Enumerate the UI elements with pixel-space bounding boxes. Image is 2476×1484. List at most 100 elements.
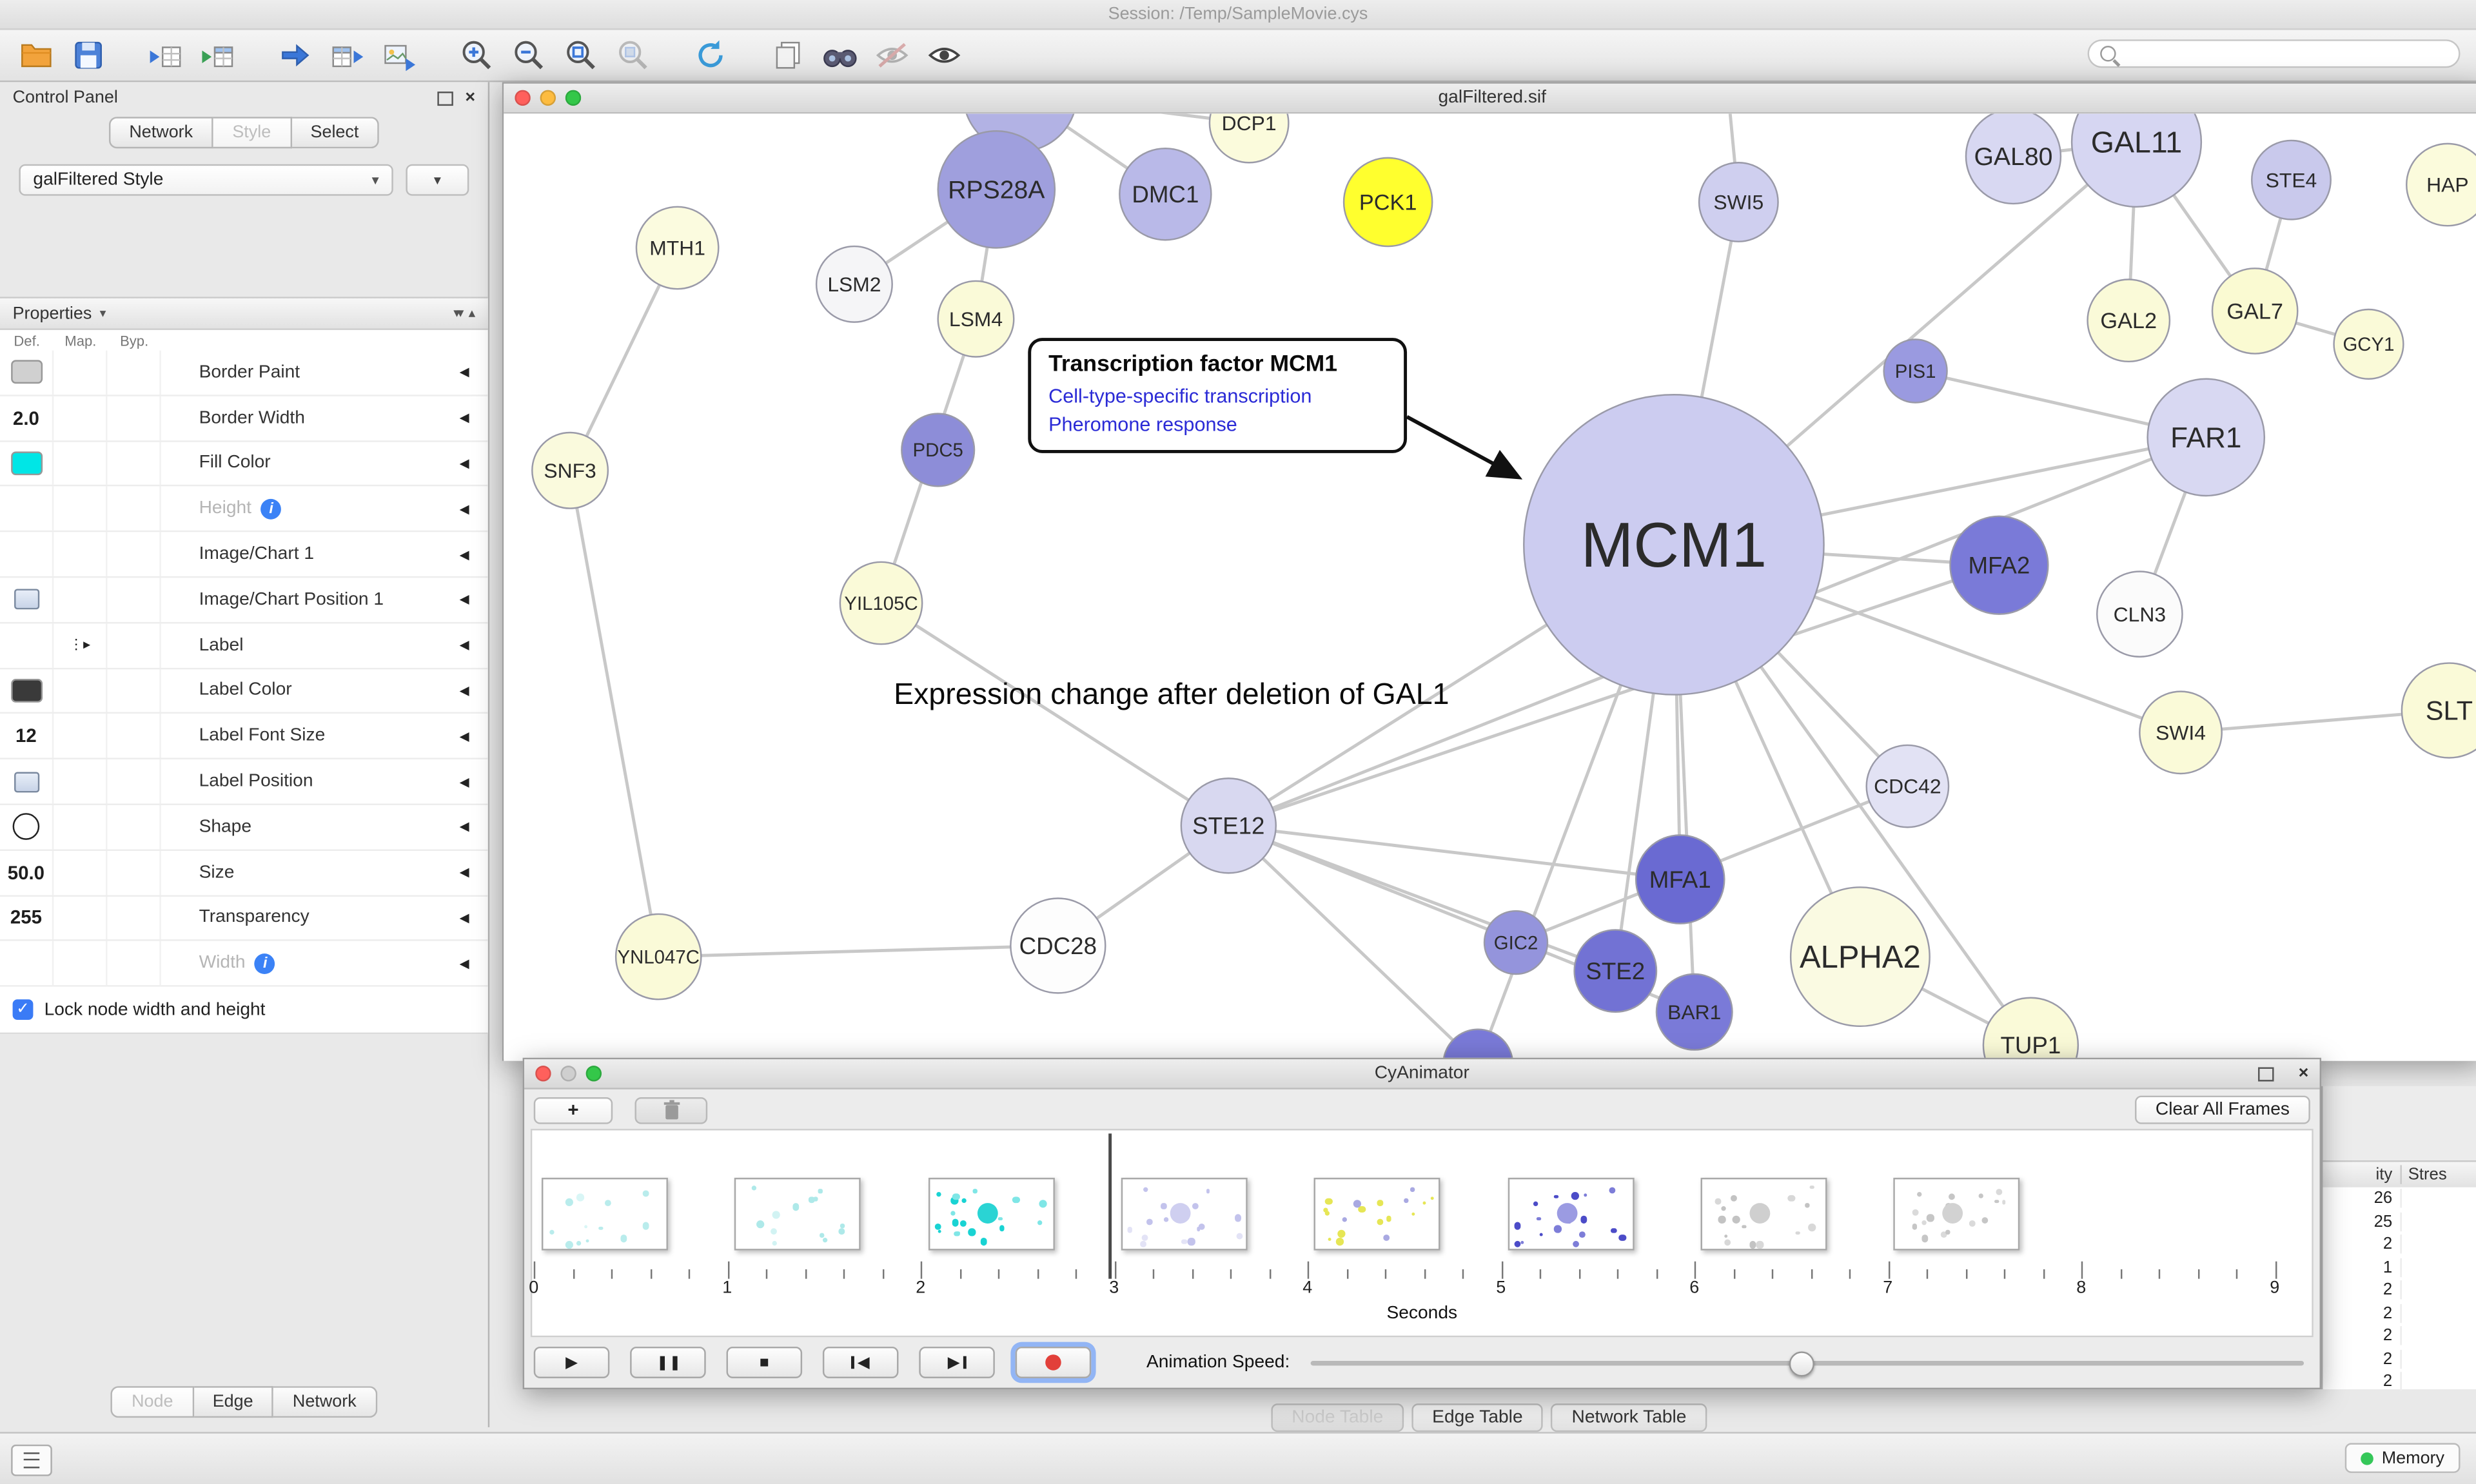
network-node-ste2[interactable] (1573, 929, 1658, 1013)
lock-size-checkbox[interactable]: ✓ (12, 999, 34, 1020)
row-expand-icon[interactable]: ◀ (459, 502, 469, 516)
network-node-mfa2[interactable] (1949, 515, 2049, 615)
row-expand-icon[interactable]: ◀ (459, 910, 469, 925)
bypass-cell[interactable] (108, 487, 161, 531)
pause-button[interactable] (630, 1346, 706, 1378)
maximize-window-icon[interactable] (565, 90, 582, 106)
network-node-mcm1[interactable] (1523, 394, 1825, 696)
export-table-button[interactable] (324, 35, 369, 76)
annotation-box[interactable]: Transcription factor MCM1 Cell-type-spec… (1028, 338, 1408, 454)
style-options-button[interactable]: ▾ (406, 164, 469, 196)
import-network-button[interactable] (142, 35, 188, 76)
network-node-lsm4[interactable] (937, 280, 1015, 358)
previous-frame-button[interactable]: ▶ (822, 1346, 899, 1378)
mapping-cell[interactable] (54, 396, 108, 440)
network-window-titlebar[interactable]: galFiltered.sif (504, 83, 2476, 114)
close-panel-icon[interactable]: × (465, 88, 476, 108)
network-node-cln3[interactable] (2096, 571, 2183, 658)
property-row[interactable]: ⋮▸Label◀ (0, 623, 488, 669)
tab-edge-table[interactable]: Edge Table (1411, 1403, 1544, 1432)
close-panel-icon[interactable]: × (2298, 1064, 2309, 1084)
animation-speed-slider[interactable] (1310, 1347, 2304, 1378)
zoom-in-button[interactable] (453, 35, 499, 76)
float-panel-icon[interactable] (2257, 1066, 2274, 1081)
search-input[interactable] (2116, 43, 2459, 65)
row-expand-icon[interactable]: ◀ (459, 365, 469, 380)
row-expand-icon[interactable]: ◀ (459, 728, 469, 743)
results-row[interactable]: 2 (2323, 1371, 2476, 1394)
export-image-button[interactable] (376, 35, 422, 76)
next-frame-button[interactable]: ▶ (919, 1346, 995, 1378)
network-edge[interactable] (1227, 825, 1478, 1061)
minimize-window-icon[interactable] (540, 90, 556, 106)
property-row[interactable]: Fill Color◀ (0, 441, 488, 487)
float-panel-icon[interactable] (437, 90, 453, 105)
export-network-button[interactable] (271, 35, 317, 76)
default-value-cell[interactable] (0, 623, 54, 667)
play-button[interactable]: ▶ (533, 1346, 610, 1378)
mapping-cell[interactable] (54, 805, 108, 849)
search-box[interactable] (2087, 39, 2461, 68)
network-node-slt[interactable] (2401, 662, 2476, 759)
property-row[interactable]: Label Color◀ (0, 669, 488, 714)
frame-thumbnail-5[interactable] (1507, 1177, 1634, 1251)
default-value-cell[interactable] (0, 759, 54, 804)
network-node-bar1[interactable] (1655, 973, 1733, 1051)
network-node-hap[interactable] (2406, 142, 2476, 227)
annotation-link[interactable]: Pheromone response (1048, 413, 1237, 436)
maximize-window-icon[interactable] (585, 1066, 602, 1082)
bypass-cell[interactable] (108, 578, 161, 622)
mapping-cell[interactable] (54, 441, 108, 485)
frame-thumbnail-0[interactable] (542, 1177, 668, 1251)
bypass-cell[interactable] (108, 850, 161, 895)
bypass-cell[interactable] (108, 396, 161, 440)
default-value-cell[interactable]: 50.0 (0, 850, 54, 895)
property-row[interactable]: Image/Chart Position 1◀ (0, 578, 488, 623)
status-menu-button[interactable] (11, 1444, 52, 1476)
frame-thumbnail-2[interactable] (928, 1177, 1054, 1251)
hide-selected-button[interactable] (869, 35, 914, 76)
results-row[interactable]: 2 (2323, 1347, 2476, 1371)
results-row[interactable]: 2 (2323, 1302, 2476, 1325)
bypass-cell[interactable] (108, 895, 161, 941)
default-value-cell[interactable]: 255 (0, 895, 54, 941)
network-node-gal2[interactable] (2087, 278, 2171, 363)
zoom-fit-button[interactable] (557, 35, 603, 76)
row-expand-icon[interactable]: ◀ (459, 411, 469, 425)
results-row[interactable]: 2 (2323, 1233, 2476, 1256)
network-edge[interactable] (880, 601, 1230, 827)
default-value-cell[interactable] (0, 487, 54, 531)
network-node-cdc28[interactable] (1010, 897, 1106, 994)
network-node-tup1[interactable] (1982, 997, 2079, 1061)
network-node-mth1[interactable] (635, 206, 720, 290)
row-expand-icon[interactable]: ◀ (459, 547, 469, 561)
row-expand-icon[interactable]: ◀ (459, 683, 469, 698)
mapping-cell[interactable] (54, 759, 108, 804)
default-value-cell[interactable]: 2.0 (0, 396, 54, 440)
memory-button[interactable]: Memory (2345, 1443, 2461, 1473)
network-node-ste12[interactable] (1180, 777, 1277, 874)
results-row[interactable]: 26 (2323, 1187, 2476, 1211)
bypass-cell[interactable] (108, 714, 161, 758)
annotation-arrow[interactable] (1406, 415, 1523, 480)
open-session-button[interactable] (13, 35, 59, 76)
network-node[interactable] (1442, 1028, 1514, 1061)
network-node-swi4[interactable] (2139, 690, 2223, 775)
frame-thumbnail-1[interactable] (734, 1177, 861, 1251)
network-node-swi5[interactable] (1698, 162, 1779, 242)
mapping-cell[interactable] (54, 669, 108, 713)
bypass-cell[interactable] (108, 623, 161, 667)
network-node-gic2[interactable] (1483, 910, 1549, 975)
network-edge[interactable] (1228, 563, 2000, 828)
bypass-cell[interactable] (108, 759, 161, 804)
frame-thumbnail-4[interactable] (1314, 1177, 1440, 1251)
network-node-gal11[interactable] (2070, 113, 2203, 208)
playhead[interactable] (1108, 1133, 1111, 1279)
zoom-out-button[interactable] (506, 35, 551, 76)
